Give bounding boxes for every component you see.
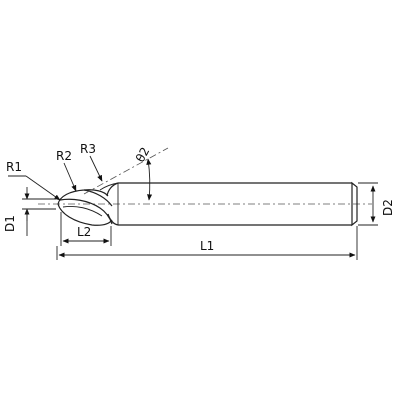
- helix-angle-label: θ2: [133, 145, 152, 165]
- l2-label: L2: [77, 225, 91, 239]
- helix-angle-arc: [146, 158, 153, 201]
- tool-cutting-head: [57, 182, 119, 226]
- l2-dimension: [60, 212, 112, 246]
- d1-dimension: [22, 187, 56, 236]
- tool-shank: [118, 181, 358, 227]
- l1-label: L1: [200, 239, 214, 253]
- d2-label: D2: [381, 199, 395, 216]
- d2-dimension: [358, 182, 378, 226]
- r2-label: R2: [56, 149, 72, 163]
- helix-reference-line: [83, 147, 169, 195]
- r1-label: R1: [6, 160, 22, 174]
- r3-leader: [89, 155, 103, 182]
- l1-dimension: [56, 226, 358, 260]
- d1-label: D1: [3, 215, 17, 232]
- r1-callout: [8, 175, 61, 201]
- r2-leader: [63, 162, 77, 192]
- r3-label: R3: [80, 142, 96, 156]
